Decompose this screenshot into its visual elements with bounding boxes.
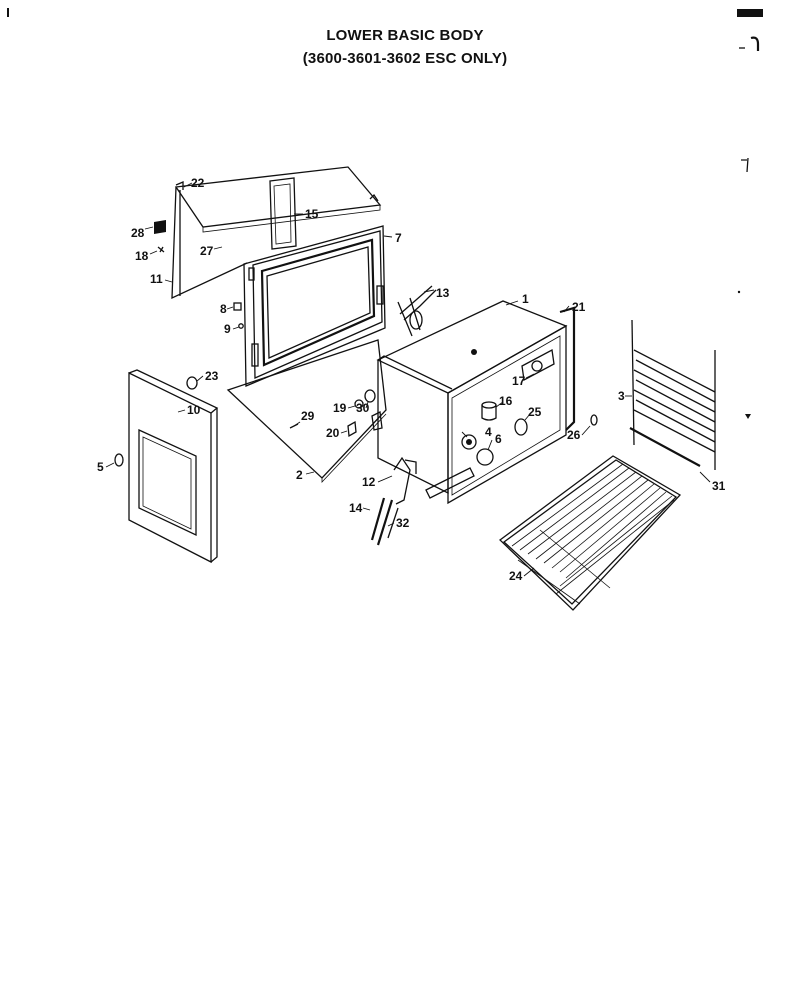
- callout-31: 31: [712, 479, 726, 493]
- callout-24: 24: [509, 569, 523, 583]
- callout-22: 22: [191, 176, 205, 190]
- callout-15: 15: [305, 207, 319, 221]
- callout-8: 8: [220, 302, 227, 316]
- callout-labels: 22 15 7 28 27 18 11 13 1 21 8 9 23 17 3 …: [97, 176, 726, 583]
- callout-13: 13: [436, 286, 450, 300]
- diagram-title: LOWER BASIC BODY: [326, 27, 484, 44]
- front-frame: [243, 225, 386, 387]
- callout-20: 20: [326, 426, 340, 440]
- callout-6: 6: [495, 432, 502, 446]
- oven-rack: [498, 455, 682, 611]
- scan-mark-top-right: [737, 9, 763, 17]
- callout-17: 17: [512, 374, 526, 388]
- lower-element-parts: [370, 456, 417, 546]
- callout-25: 25: [528, 405, 542, 419]
- callout-32: 32: [396, 516, 410, 530]
- callout-21: 21: [572, 300, 586, 314]
- diagram-subtitle: (3600-3601-3602 ESC ONLY): [302, 50, 508, 67]
- callout-10: 10: [187, 403, 201, 417]
- scan-marks-right: [737, 36, 760, 419]
- scan-mark-left: [7, 8, 9, 17]
- oven-door: [128, 369, 219, 564]
- callout-3: 3: [618, 389, 625, 403]
- callout-12: 12: [362, 475, 376, 489]
- callout-23: 23: [205, 369, 219, 383]
- bottom-panel: [226, 339, 387, 484]
- callout-18: 18: [135, 249, 149, 263]
- callout-leader-lines: [105, 182, 711, 577]
- callout-14: 14: [349, 501, 363, 515]
- callout-16: 16: [499, 394, 513, 408]
- callout-27: 27: [200, 244, 214, 258]
- callout-29: 29: [301, 409, 315, 423]
- callout-19: 19: [333, 401, 347, 415]
- callout-28: 28: [131, 226, 145, 240]
- element-bracket: [397, 285, 437, 337]
- callout-7: 7: [395, 231, 402, 245]
- oven-body: [376, 300, 576, 505]
- callout-4: 4: [485, 425, 492, 439]
- callout-5: 5: [97, 460, 104, 474]
- callout-11: 11: [150, 272, 163, 286]
- callout-26: 26: [567, 428, 581, 442]
- callout-9: 9: [224, 322, 231, 336]
- callout-1: 1: [522, 292, 529, 306]
- top-liner-assembly: [154, 166, 382, 300]
- callout-2: 2: [296, 468, 303, 482]
- callout-30: 30: [356, 401, 370, 415]
- rack-guides: [629, 319, 716, 470]
